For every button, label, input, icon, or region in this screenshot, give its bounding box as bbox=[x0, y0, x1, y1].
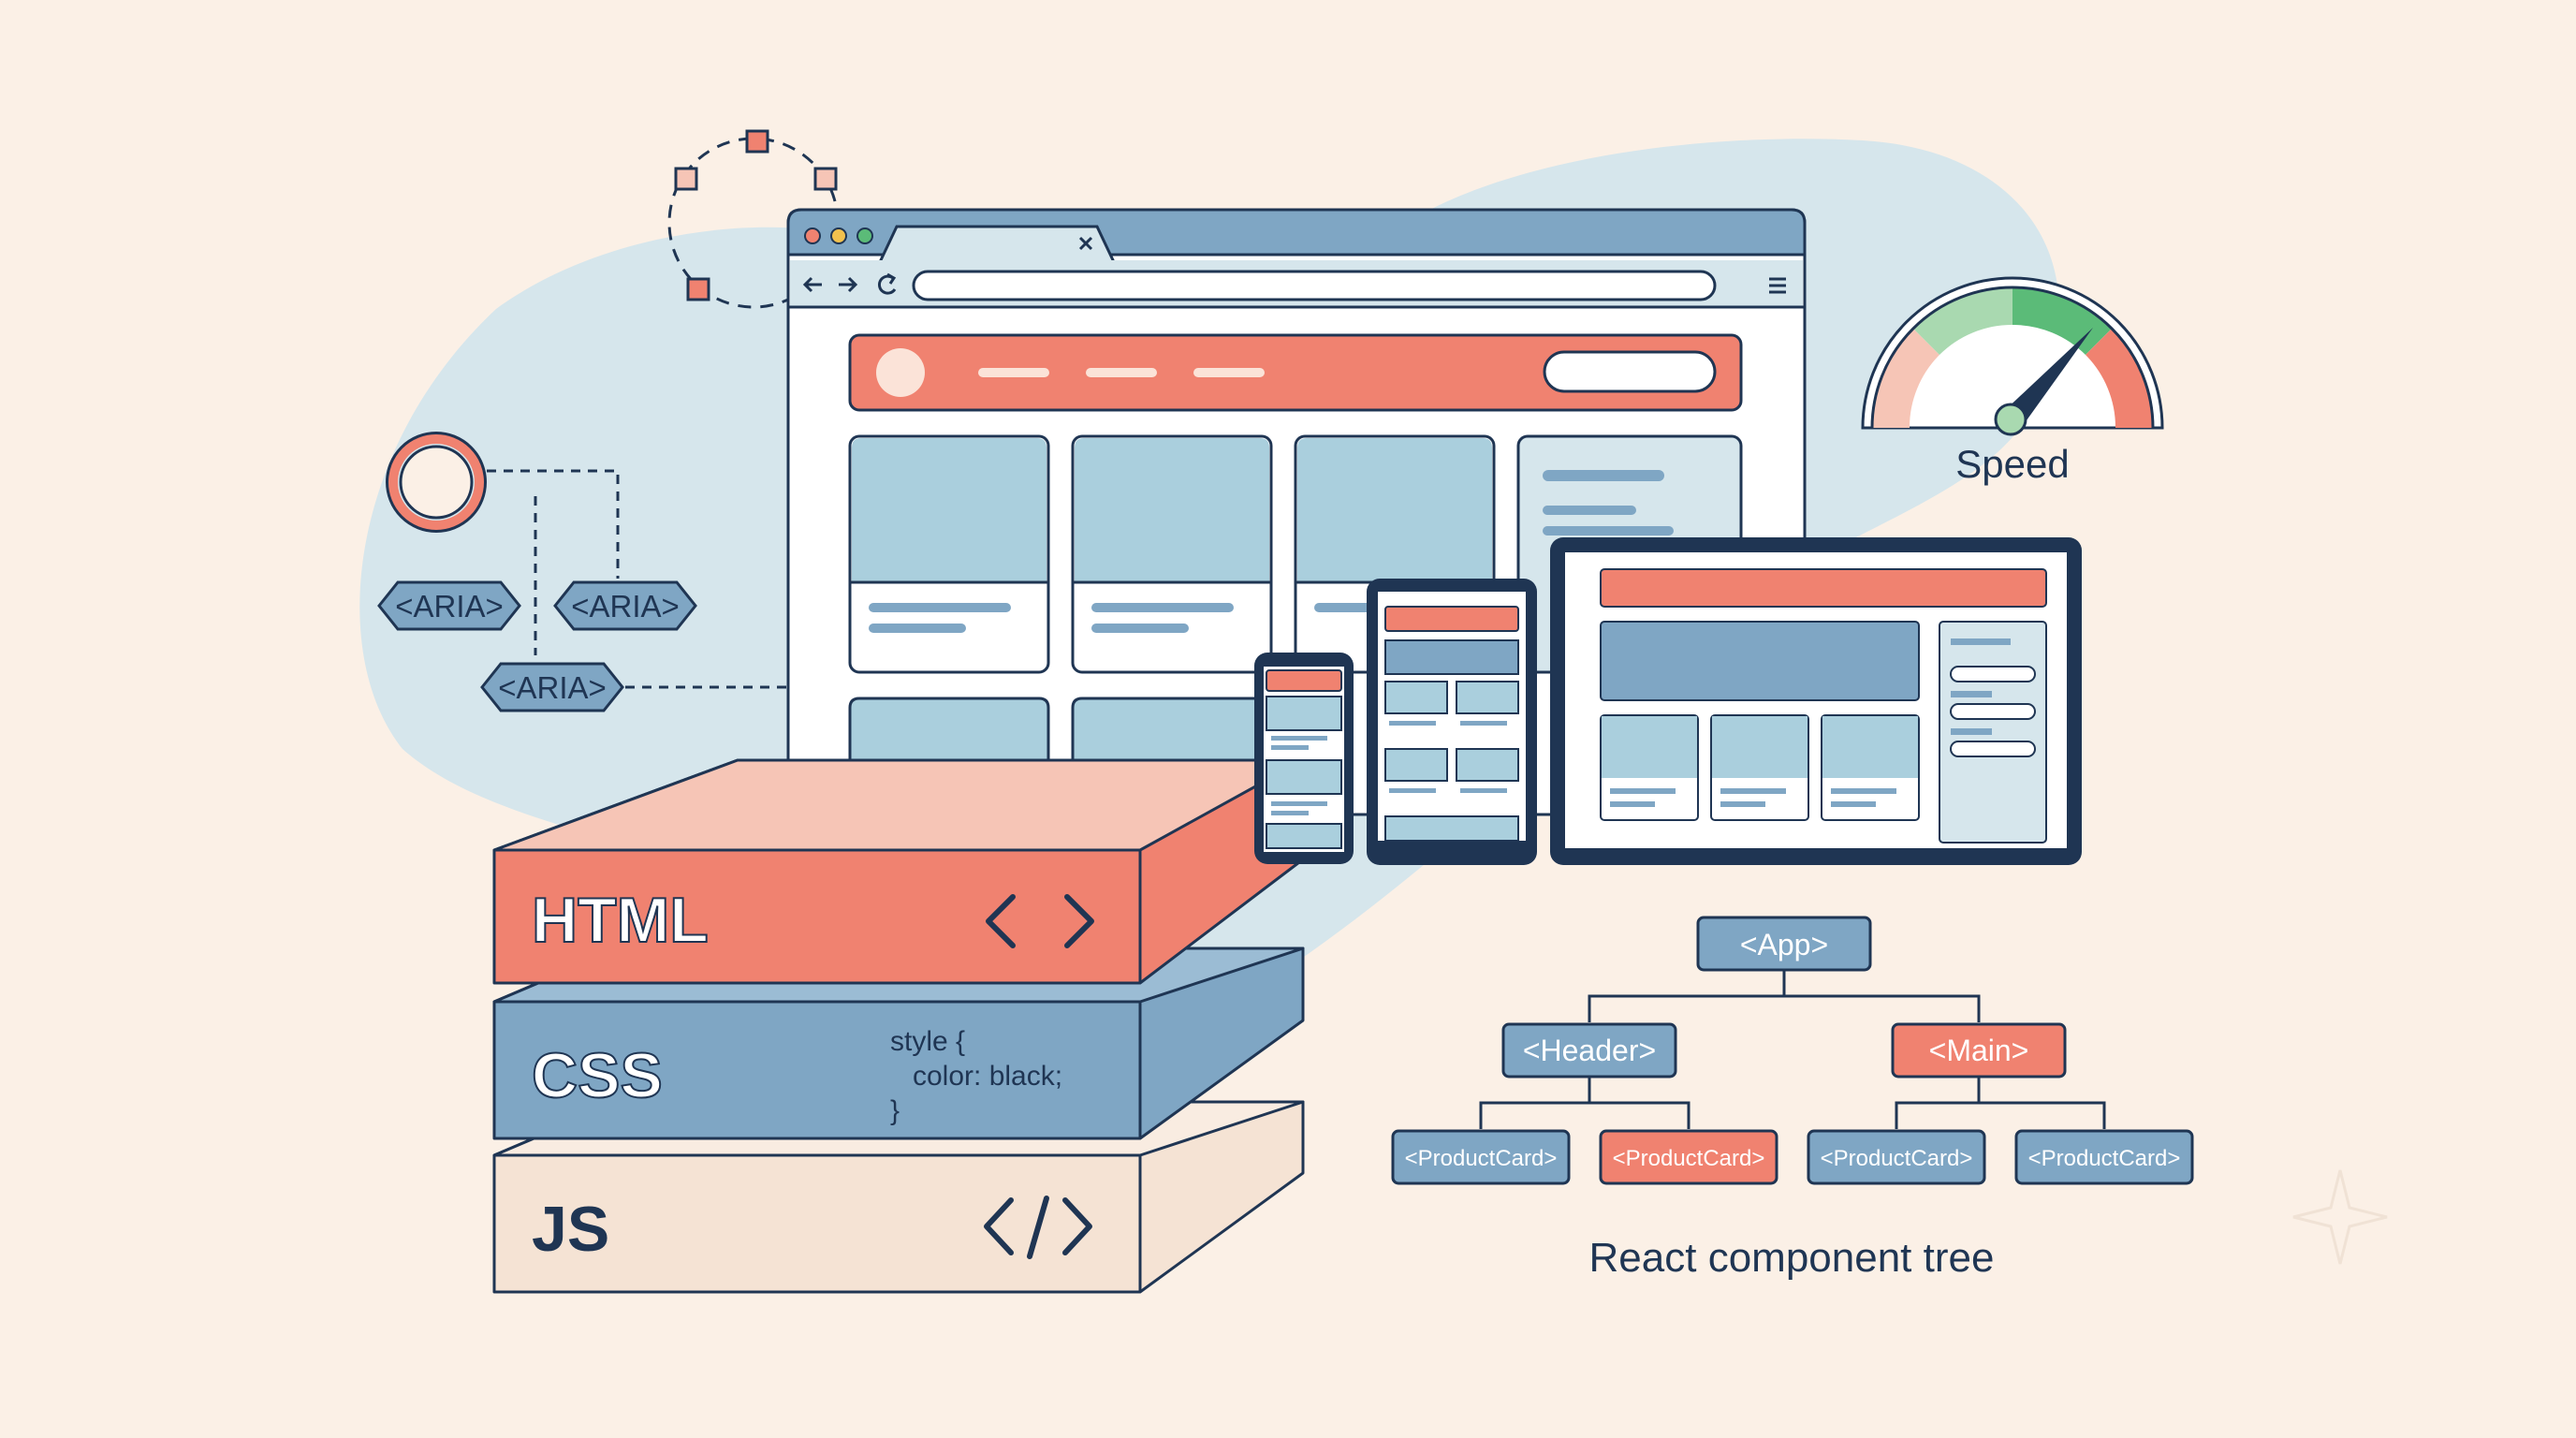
svg-text:<ARIA>: <ARIA> bbox=[571, 589, 680, 624]
window-minimize-dot[interactable] bbox=[830, 227, 847, 244]
component-tree: <App> <Header> <Main> <ProductCard> <Pro… bbox=[1391, 916, 2194, 1281]
sparkle-icon bbox=[2292, 1169, 2388, 1265]
tree-node-productcard-3: <ProductCard> bbox=[1807, 1129, 1986, 1185]
css-label: CSS bbox=[532, 1040, 663, 1111]
code-slash-icon bbox=[984, 1196, 1092, 1259]
css-code-line-1: style { bbox=[890, 1026, 965, 1057]
nav-link-1[interactable] bbox=[978, 368, 1049, 377]
aria-tag-2: <ARIA> bbox=[553, 580, 697, 631]
tree-node-app: <App> bbox=[1696, 916, 1872, 972]
tree-node-productcard-1: <ProductCard> bbox=[1391, 1129, 1571, 1185]
svg-text:<Header>: <Header> bbox=[1523, 1034, 1656, 1067]
back-arrow-icon[interactable] bbox=[802, 276, 822, 293]
page-header-bar bbox=[848, 333, 1743, 412]
tree-node-productcard-2: <ProductCard> bbox=[1599, 1129, 1778, 1185]
address-bar[interactable] bbox=[912, 270, 1717, 301]
layer-stack: JS CSS style { color: black; } HTML bbox=[492, 758, 1305, 1294]
svg-text:<Main>: <Main> bbox=[1929, 1034, 2029, 1067]
avatar bbox=[876, 348, 925, 397]
tree-node-main: <Main> bbox=[1891, 1022, 2067, 1078]
gauge-needle bbox=[2003, 328, 2093, 427]
svg-text:<App>: <App> bbox=[1740, 928, 1828, 961]
phone-device bbox=[1254, 653, 1354, 864]
svg-text:<ProductCard>: <ProductCard> bbox=[1613, 1146, 1765, 1171]
svg-text:<ProductCard>: <ProductCard> bbox=[1821, 1146, 1973, 1171]
focus-ring-icon bbox=[386, 432, 487, 533]
window-close-dot[interactable] bbox=[804, 227, 821, 244]
nav-link-2[interactable] bbox=[1086, 368, 1157, 377]
browser-tab[interactable] bbox=[877, 225, 1117, 264]
grid-card bbox=[1071, 434, 1273, 674]
hamburger-menu-icon[interactable] bbox=[1769, 277, 1786, 294]
gauge-icon: Speed bbox=[1861, 276, 2164, 486]
aria-tag-1: <ARIA> bbox=[377, 580, 521, 631]
html-label: HTML bbox=[532, 885, 709, 956]
svg-text:<ARIA>: <ARIA> bbox=[395, 589, 504, 624]
header-search-pill[interactable] bbox=[1543, 350, 1717, 393]
speed-label: Speed bbox=[1955, 442, 2069, 486]
svg-text:<ARIA>: <ARIA> bbox=[498, 670, 607, 705]
close-icon[interactable] bbox=[1078, 236, 1093, 251]
nav-link-3[interactable] bbox=[1193, 368, 1265, 377]
css-code-line-3: } bbox=[890, 1095, 900, 1126]
forward-arrow-icon[interactable] bbox=[839, 276, 858, 293]
html-layer: HTML bbox=[492, 758, 1305, 985]
tablet-device bbox=[1367, 579, 1537, 865]
window-maximize-dot[interactable] bbox=[856, 227, 873, 244]
tree-caption: React component tree bbox=[1589, 1235, 1995, 1281]
css-code-line-2: color: black; bbox=[913, 1061, 1062, 1092]
accessibility-group: <ARIA> <ARIA> <ARIA> bbox=[377, 432, 786, 712]
svg-text:<ProductCard>: <ProductCard> bbox=[2028, 1146, 2181, 1171]
landscape-tablet-device bbox=[1550, 537, 2082, 865]
aria-tag-3: <ARIA> bbox=[480, 662, 624, 712]
tree-node-productcard-4: <ProductCard> bbox=[2014, 1129, 2194, 1185]
svg-text:<ProductCard>: <ProductCard> bbox=[1405, 1146, 1558, 1171]
angle-brackets-icon bbox=[986, 894, 1094, 948]
tree-node-header: <Header> bbox=[1501, 1022, 1677, 1078]
grid-card bbox=[848, 434, 1050, 674]
js-label: JS bbox=[532, 1194, 609, 1265]
reload-icon[interactable] bbox=[878, 272, 897, 295]
